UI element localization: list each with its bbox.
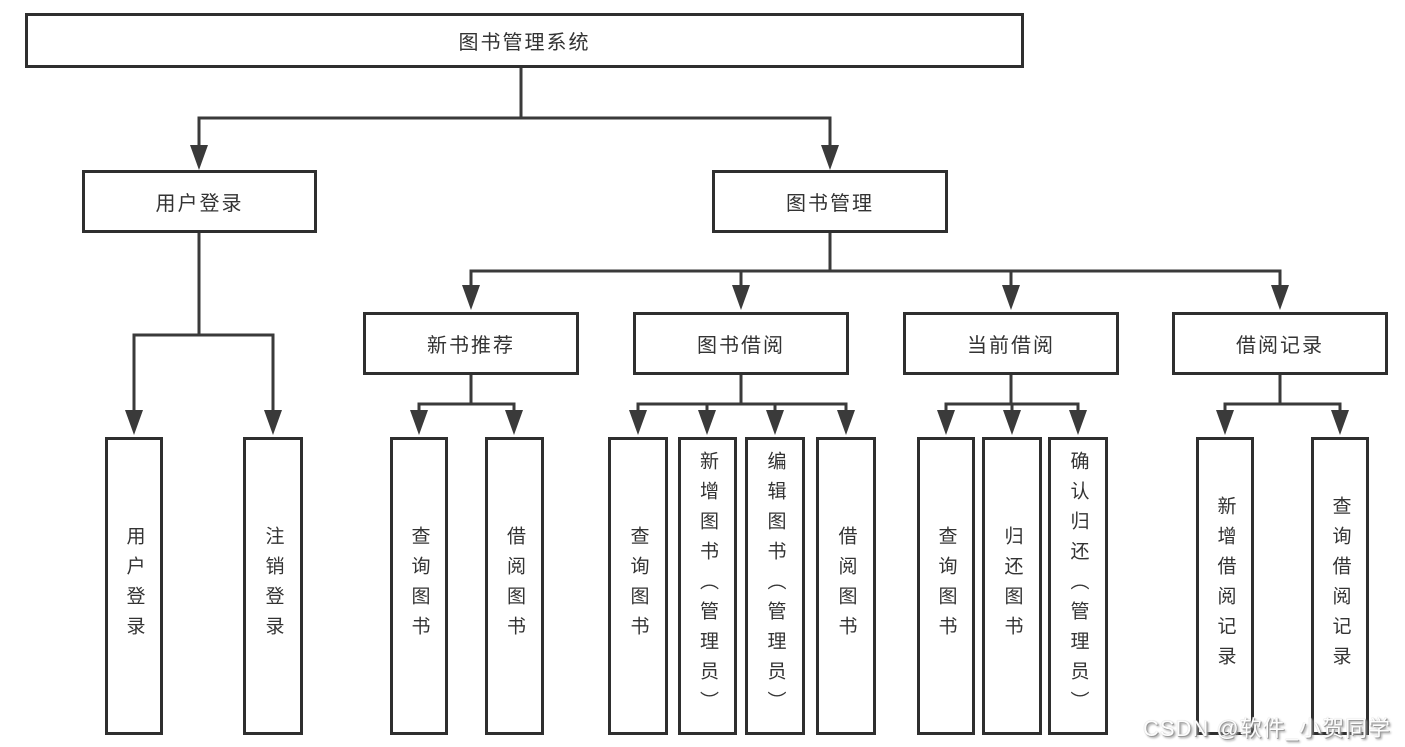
node-book-management-label: 图书管理 [786,193,874,215]
arrowhead-icon [264,410,282,435]
arrowhead-icon [190,145,208,170]
node-add-books-admin-label: 新增图书（管理员） [697,451,718,721]
node-return-books: 归还图书 [982,437,1042,735]
node-add-borrow-record-label: 新增借阅记录 [1214,496,1236,676]
connector-new-book-split [410,373,523,435]
node-borrow-books-under-recommend-label: 借阅图书 [504,526,525,646]
node-new-book-recommend-label: 新书推荐 [427,335,515,357]
connector-book-mgmt-split [462,231,1289,310]
node-root-label: 图书管理系统 [458,32,591,54]
node-query-books-under-borrowing-label: 查询图书 [627,526,649,646]
node-add-books-admin: 新增图书（管理员） [678,437,737,735]
node-query-borrow-record: 查询借阅记录 [1311,437,1369,735]
node-query-books-under-current: 查询图书 [917,437,975,735]
node-user-login-leaf: 用户登录 [105,437,163,735]
node-user-login-leaf-label: 用户登录 [123,526,145,646]
node-borrow-books-under-borrowing-label: 借阅图书 [835,526,857,646]
node-book-borrowing: 图书借阅 [633,312,849,375]
arrowhead-icon [937,410,955,435]
node-edit-books-admin: 编辑图书（管理员） [745,437,805,735]
node-query-books-under-borrowing: 查询图书 [608,437,668,735]
connector-root-split [190,66,839,170]
arrowhead-icon [1002,285,1020,310]
arrowhead-icon [1216,410,1234,435]
arrowhead-icon [1003,410,1021,435]
arrowhead-icon [505,410,523,435]
arrowhead-icon [462,285,480,310]
node-book-borrowing-label: 图书借阅 [697,335,785,357]
connector-book-borrowing-split [629,373,855,435]
node-book-management: 图书管理 [712,170,948,233]
node-confirm-return-admin: 确认归还（管理员） [1048,437,1108,735]
connector-current-borrowing-split [937,373,1087,435]
arrowhead-icon [732,285,750,310]
node-user-login: 用户登录 [82,170,317,233]
node-current-borrowing-label: 当前借阅 [967,335,1055,357]
node-add-borrow-record: 新增借阅记录 [1196,437,1254,735]
node-user-login-label: 用户登录 [155,193,244,215]
node-return-books-label: 归还图书 [1001,526,1023,646]
arrowhead-icon [629,410,647,435]
arrowhead-icon [1331,410,1349,435]
node-edit-books-admin-label: 编辑图书（管理员） [764,451,786,721]
node-borrow-records: 借阅记录 [1172,312,1388,375]
node-current-borrowing: 当前借阅 [903,312,1119,375]
node-query-borrow-record-label: 查询借阅记录 [1329,496,1351,676]
connector-user-login-split [125,231,282,435]
arrowhead-icon [1271,285,1289,310]
arrowhead-icon [766,410,784,435]
node-borrow-records-label: 借阅记录 [1236,335,1324,357]
node-root: 图书管理系统 [25,13,1024,68]
node-logout-leaf-label: 注销登录 [262,526,284,646]
node-new-book-recommend: 新书推荐 [363,312,579,375]
node-borrow-books-under-recommend: 借阅图书 [485,437,544,735]
node-query-books-under-recommend: 查询图书 [390,437,448,735]
node-query-books-under-recommend-label: 查询图书 [408,526,430,646]
arrowhead-icon [837,410,855,435]
arrowhead-icon [410,410,428,435]
arrowhead-icon [698,410,716,435]
connector-borrow-records-split [1216,373,1349,435]
node-logout-leaf: 注销登录 [243,437,303,735]
node-confirm-return-admin-label: 确认归还（管理员） [1067,451,1089,721]
node-borrow-books-under-borrowing: 借阅图书 [816,437,876,735]
arrowhead-icon [821,145,839,170]
arrowhead-icon [125,410,143,435]
node-query-books-under-current-label: 查询图书 [935,526,957,646]
arrowhead-icon [1069,410,1087,435]
